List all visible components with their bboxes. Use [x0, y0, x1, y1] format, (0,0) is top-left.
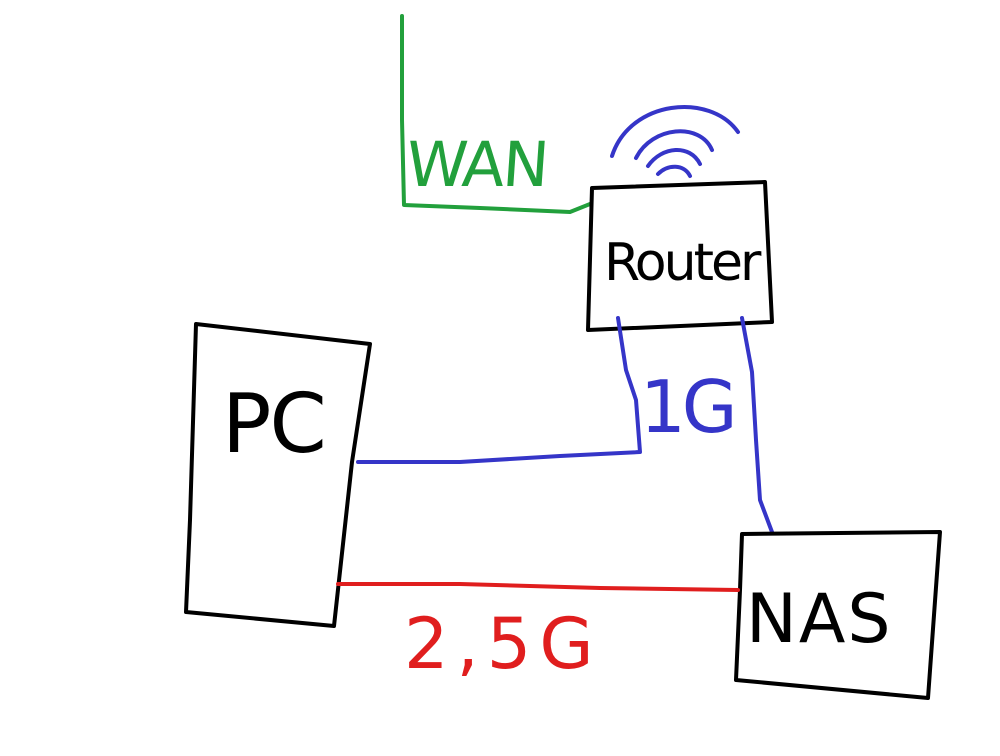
wifi-icon	[610, 105, 740, 178]
router-box	[586, 180, 774, 332]
pc-router-link	[356, 316, 642, 464]
pc-box	[184, 322, 372, 628]
wan-label: WAN	[404, 128, 550, 201]
router-label: Router	[604, 233, 762, 293]
pc-label: PC	[222, 377, 325, 472]
link-1g-label: 1G	[640, 365, 734, 449]
router-nas-link	[740, 316, 774, 534]
link-25g-label: 2,5G	[404, 603, 602, 685]
nas-label: NAS	[746, 580, 893, 659]
nas-box	[734, 530, 942, 700]
pc-nas-link	[336, 582, 740, 592]
wan-link	[400, 14, 592, 214]
